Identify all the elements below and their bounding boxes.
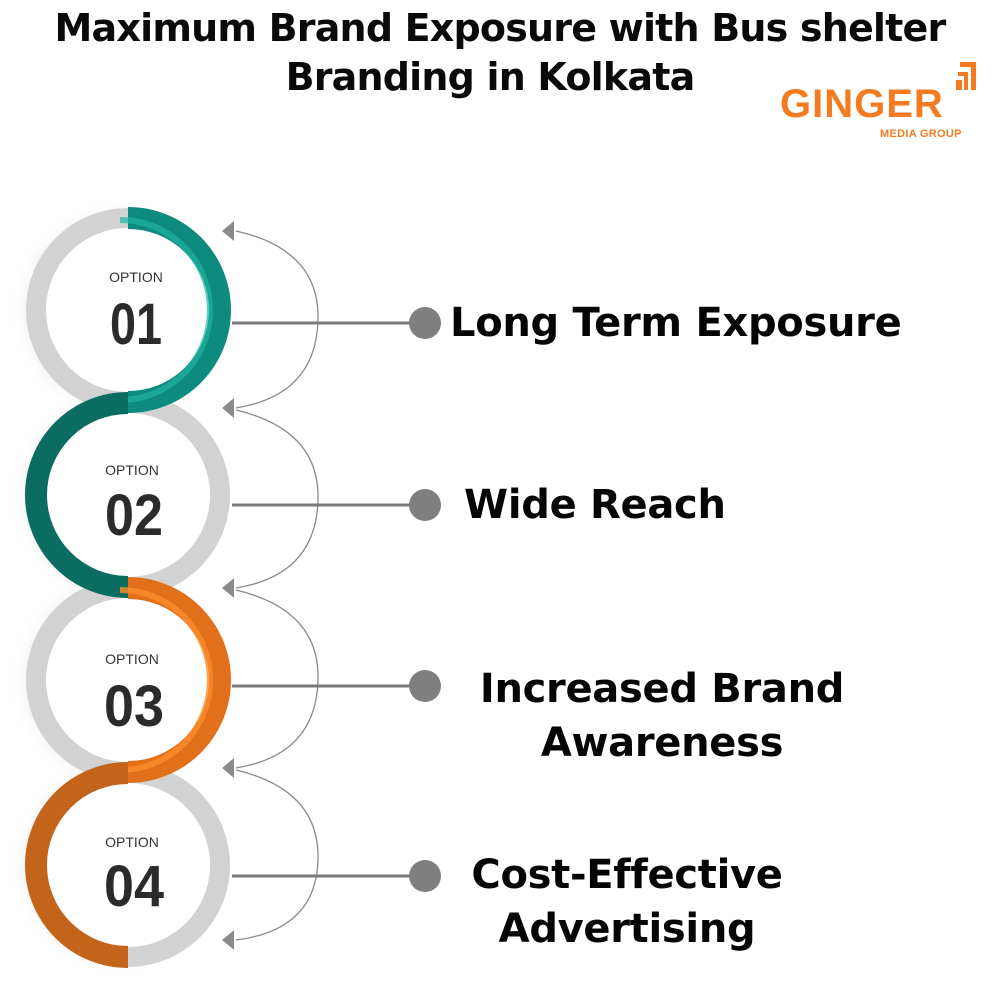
arrow-4-icon [222, 758, 234, 778]
option-1-label: Long Term Exposure [450, 300, 902, 346]
logo-mark-icon [956, 62, 976, 90]
option-2-arc [25, 392, 129, 598]
option-4-arc [25, 762, 129, 968]
option-3-label: Increased Brand Awareness [479, 666, 845, 766]
option-1-arc [127, 207, 231, 413]
option-2-number: 02 [105, 483, 163, 548]
option-3-arc [127, 577, 231, 783]
bullet-1-icon [409, 307, 441, 339]
option-1-number: 01 [110, 292, 162, 357]
arrow-2-icon [222, 398, 234, 418]
option-1-caption: OPTION [109, 269, 163, 285]
bullet-4-icon [409, 860, 441, 892]
option-4-number: 04 [104, 854, 164, 919]
arrow-5-icon [222, 930, 234, 950]
page-title-line-2: Branding in Kolkata [285, 55, 696, 99]
arrow-3-icon [222, 578, 234, 598]
bullet-3-icon [409, 670, 441, 702]
arrow-1-icon [222, 221, 234, 241]
option-3-caption: OPTION [105, 651, 159, 667]
option-2-label: Wide Reach [464, 482, 726, 528]
option-3-disc [46, 598, 210, 762]
option-2-disc [46, 413, 210, 577]
option-4-label: Cost-Effective Advertising [471, 852, 783, 952]
option-4-caption: OPTION [105, 834, 159, 850]
option-4-disc [46, 783, 210, 947]
logo-tagline: MEDIA GROUP [880, 128, 962, 140]
option-1-disc [46, 228, 210, 392]
logo-wordmark: GINGER [780, 82, 944, 126]
page-title-line-1: Maximum Brand Exposure with Bus shelter [54, 6, 947, 50]
bullet-2-icon [409, 489, 441, 521]
option-2-caption: OPTION [105, 462, 159, 478]
option-3-number: 03 [104, 674, 164, 739]
ginger-media-logo: GINGER MEDIA GROUP [780, 60, 980, 150]
